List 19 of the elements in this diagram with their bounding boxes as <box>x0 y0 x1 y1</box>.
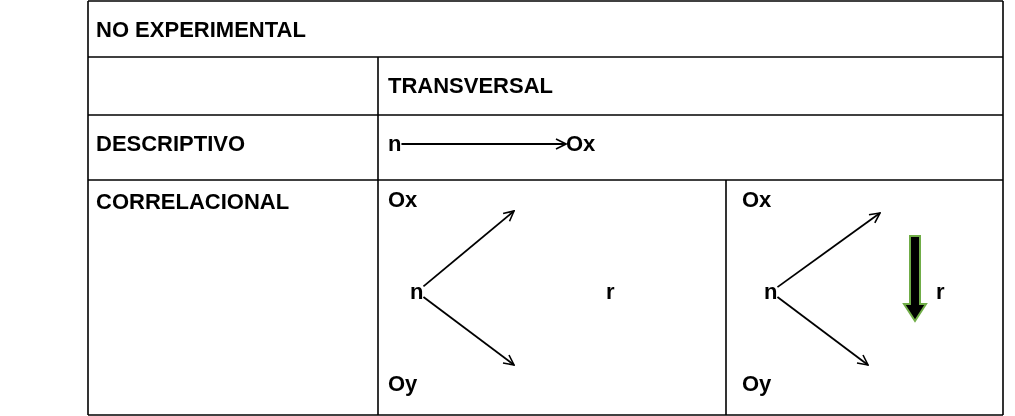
row-header: DESCRIPTIVO <box>96 132 246 156</box>
arrow <box>776 296 869 366</box>
header-text: NO EXPERIMENTAL <box>96 18 306 42</box>
variable-label: Ox <box>742 188 772 212</box>
variable-label: Ox <box>566 132 596 156</box>
variable-label: Oy <box>388 372 418 396</box>
column-header: TRANSVERSAL <box>388 74 553 98</box>
variable-label: Oy <box>742 372 772 396</box>
variable-label: n <box>388 132 402 156</box>
variable-label: r <box>606 280 615 304</box>
variable-label: Ox <box>388 188 418 212</box>
variable-label: r <box>936 280 945 304</box>
arrow <box>400 138 567 150</box>
arrow <box>422 296 515 366</box>
arrow <box>776 212 881 289</box>
arrow <box>422 210 515 288</box>
variable-label: n <box>410 280 424 304</box>
row-header: CORRELACIONAL <box>96 190 290 214</box>
variable-label: n <box>764 280 778 304</box>
